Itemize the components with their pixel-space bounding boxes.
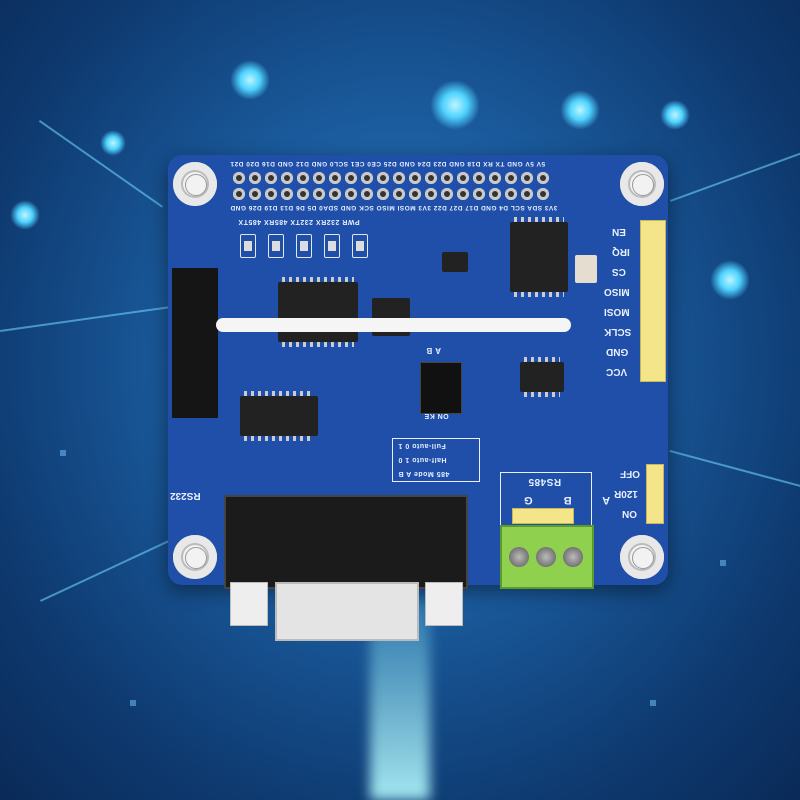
background-line bbox=[40, 532, 186, 602]
background-line bbox=[669, 450, 800, 488]
spi-label-mosi: MOSI bbox=[604, 306, 630, 317]
mounting-hole-bottom-left bbox=[173, 535, 217, 579]
spi-label-en: EN bbox=[612, 226, 626, 237]
led-smd-3 bbox=[296, 234, 312, 258]
background-dot bbox=[60, 450, 66, 456]
led-smd-4 bbox=[324, 234, 340, 258]
ic-rs232-transceiver bbox=[278, 277, 358, 347]
background-dot bbox=[130, 700, 136, 706]
ic-logic-buffer bbox=[240, 391, 318, 441]
mounting-hole-top-left bbox=[173, 162, 217, 206]
dip-switch[interactable] bbox=[420, 362, 462, 414]
spi-label-miso: MISO bbox=[604, 286, 630, 297]
led-smd-2 bbox=[268, 234, 284, 258]
spi-label-cs: CS bbox=[612, 266, 626, 277]
db9-connector-metal-shell[interactable] bbox=[275, 582, 419, 641]
dip-switch-label-top: A B bbox=[426, 346, 441, 355]
background-glow-3 bbox=[560, 90, 600, 130]
led-labels: PWR 232RX 232TX 485RX 485TX bbox=[238, 218, 360, 225]
ic-crystal bbox=[575, 255, 597, 283]
jumper-label-120r: 120R bbox=[614, 488, 638, 499]
screw-icon[interactable] bbox=[509, 547, 529, 567]
white-label-bar bbox=[216, 318, 571, 332]
background-glow-1 bbox=[230, 60, 270, 100]
jumper-label-on: ON bbox=[622, 508, 637, 519]
termination-jumper[interactable] bbox=[646, 464, 664, 524]
screw-icon[interactable] bbox=[563, 547, 583, 567]
background-line bbox=[670, 152, 800, 202]
ic-uart-controller bbox=[510, 217, 568, 297]
background-glow-4 bbox=[10, 200, 40, 230]
background-line bbox=[39, 120, 163, 208]
db9-connector-body[interactable] bbox=[224, 495, 468, 589]
ic-regulator bbox=[442, 252, 468, 272]
gpio-pin-row-top bbox=[233, 172, 549, 184]
spi-label-irq: IRQ bbox=[612, 246, 630, 257]
mode-row-485-mode: 485 Mode A B bbox=[398, 470, 450, 477]
background-glow-5 bbox=[710, 260, 750, 300]
background-line bbox=[0, 306, 169, 332]
mode-row-full-auto: Full-auto 0 1 bbox=[398, 442, 446, 449]
mounting-hole-bottom-right bbox=[620, 535, 664, 579]
gpio-bottom-labels: 3V3 SDA SCL D4 GND D17 D27 D22 3V3 MOSI … bbox=[230, 204, 558, 211]
rs485-title: RS485 bbox=[528, 476, 562, 487]
db9-leg-left bbox=[230, 582, 268, 626]
rs485-screw-terminal[interactable] bbox=[500, 525, 594, 589]
screw-icon[interactable] bbox=[536, 547, 556, 567]
db9-leg-right bbox=[425, 582, 463, 626]
spi-pin-header[interactable] bbox=[640, 220, 666, 382]
background-glow-7 bbox=[660, 100, 690, 130]
spi-label-sclk: SCLK bbox=[604, 326, 632, 337]
led-smd-1 bbox=[240, 234, 256, 258]
gpio-pin-row-bottom bbox=[233, 188, 549, 200]
spi-label-gnd: GND bbox=[606, 346, 629, 357]
background-glow-2 bbox=[430, 80, 480, 130]
background-dot bbox=[720, 560, 726, 566]
gpio-top-labels: 5V 5V GND TX RX D18 GND D23 D24 GND D25 … bbox=[230, 160, 546, 167]
rs485-header-pins bbox=[512, 508, 574, 524]
jumper-label-off: OFF bbox=[620, 468, 640, 479]
background-dot bbox=[650, 700, 656, 706]
side-connector bbox=[172, 268, 218, 418]
rs485-pin-labels: A B G bbox=[510, 494, 611, 506]
dip-switch-label-bottom: ON KE bbox=[424, 412, 449, 419]
led-smd-5 bbox=[352, 234, 368, 258]
rs232-label: RS232 bbox=[170, 490, 201, 501]
mode-row-half-auto: Half-auto 1 0 bbox=[398, 456, 447, 463]
rs485-mode-table bbox=[392, 438, 480, 482]
ic-rs485-transceiver bbox=[520, 357, 564, 397]
background-glow-6 bbox=[100, 130, 126, 156]
spi-label-vcc: VCC bbox=[606, 366, 628, 377]
mounting-hole-top-right bbox=[620, 162, 664, 206]
